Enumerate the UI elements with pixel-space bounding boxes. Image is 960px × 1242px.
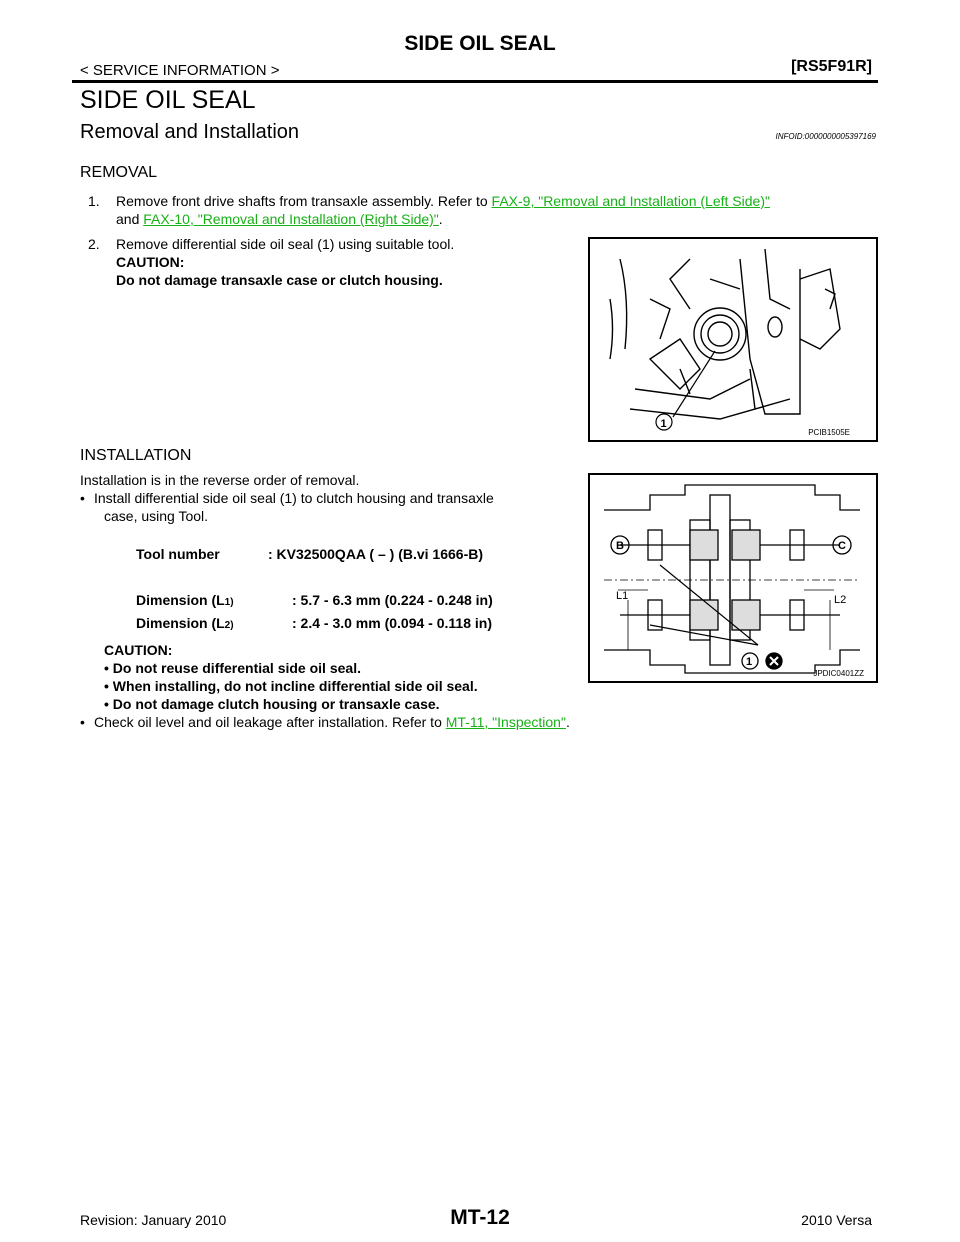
callout-1: 1 bbox=[746, 656, 752, 668]
label-l1: L1 bbox=[616, 590, 628, 602]
period: . bbox=[565, 714, 570, 730]
section-label: < SERVICE INFORMATION > bbox=[80, 62, 280, 79]
caution-item-3: • Do not damage clutch housing or transa… bbox=[104, 696, 440, 712]
removal-step-2-num: 2. bbox=[88, 236, 100, 252]
caution-item-1-text: Do not reuse differential side oil seal. bbox=[112, 660, 361, 676]
installation-intro: Installation is in the reverse order of … bbox=[80, 472, 360, 488]
link-mt-11[interactable]: MT-11, "Inspection" bbox=[445, 714, 566, 730]
removal-caution-label: CAUTION: bbox=[116, 254, 185, 270]
link-fax-10[interactable]: FAX-10, "Removal and Installation (Right… bbox=[143, 211, 439, 227]
running-header-title: SIDE OIL SEAL bbox=[404, 32, 556, 55]
installation-figure-code: JPDIC0401ZZ bbox=[813, 669, 864, 678]
page-number: MT-12 bbox=[450, 1206, 510, 1229]
bullet-dot-2: • bbox=[80, 714, 85, 730]
removal-step-2-text: Remove differential side oil seal (1) us… bbox=[116, 236, 455, 252]
revision-date: Revision: January 2010 bbox=[80, 1212, 227, 1228]
installation-caution-label: CAUTION: bbox=[104, 642, 173, 658]
removal-illustration: 1 bbox=[609, 248, 841, 431]
tool-number-value: : KV32500QAA ( – ) (B.vi 1666-B) bbox=[268, 546, 483, 562]
removal-callout-1: 1 bbox=[661, 418, 667, 430]
installation-bullet-2: Check oil level and oil leakage after in… bbox=[94, 713, 570, 731]
dimension-l1-text: Dimension (L bbox=[136, 592, 225, 608]
callout-c: C bbox=[838, 540, 846, 552]
model-code: [RS5F91R] bbox=[791, 58, 872, 75]
period: . bbox=[438, 211, 443, 227]
removal-step-1-text: Remove front drive shafts from transaxle… bbox=[116, 193, 488, 209]
dimension-l1-sub: 1) bbox=[224, 597, 234, 608]
removal-heading: REMOVAL bbox=[80, 164, 158, 181]
callout-b: B bbox=[616, 540, 624, 552]
removal-caution-text: Do not damage transaxle case or clutch h… bbox=[116, 272, 443, 288]
vehicle-model-year: 2010 Versa bbox=[801, 1212, 872, 1228]
removal-step-1-cont: and FAX-10, "Removal and Installation (R… bbox=[116, 210, 443, 228]
dimension-l2-value: : 2.4 - 3.0 mm (0.094 - 0.118 in) bbox=[292, 615, 492, 631]
caution-item-3-text: Do not damage clutch housing or transaxl… bbox=[112, 696, 440, 712]
dimension-l1-label: Dimension (L1) bbox=[136, 592, 234, 608]
dimension-l1-value: : 5.7 - 6.3 mm (0.224 - 0.248 in) bbox=[292, 592, 493, 608]
tool-number-label: Tool number bbox=[136, 546, 220, 562]
installation-bullet-1: Install differential side oil seal (1) t… bbox=[94, 490, 494, 506]
removal-step-1-num: 1. bbox=[88, 193, 100, 209]
differential-illustration: B C 1 L1 L2 bbox=[604, 484, 860, 674]
removal-figure-code: PCIB1505E bbox=[808, 428, 850, 437]
installation-heading: INSTALLATION bbox=[80, 447, 192, 464]
installation-bullet-2-text: Check oil level and oil leakage after in… bbox=[94, 714, 442, 730]
info-id: INFOID:0000000005397169 bbox=[775, 132, 876, 141]
removal-figure: 1 PCIB1505E bbox=[588, 237, 878, 442]
installation-figure: B C 1 L1 L2 JPDIC0401ZZ bbox=[588, 473, 878, 683]
removal-step-1: Remove front drive shafts from transaxle… bbox=[116, 192, 886, 210]
subtitle: Removal and Installation bbox=[80, 121, 300, 143]
label-l2: L2 bbox=[834, 594, 846, 606]
bullet-dot-1: • bbox=[80, 490, 85, 506]
installation-bullet-1-cont: case, using Tool. bbox=[104, 508, 209, 524]
page-title: SIDE OIL SEAL bbox=[80, 86, 256, 114]
dimension-l2-sub: 2) bbox=[224, 620, 234, 631]
caution-item-2: • When installing, do not incline differ… bbox=[104, 678, 478, 694]
dimension-l2-label: Dimension (L2) bbox=[136, 615, 234, 631]
link-fax-9[interactable]: FAX-9, "Removal and Installation (Left S… bbox=[491, 193, 770, 209]
header-rule bbox=[72, 80, 878, 83]
removal-step-1-and: and bbox=[116, 211, 140, 227]
caution-item-2-text: When installing, do not incline differen… bbox=[112, 678, 478, 694]
caution-item-1: • Do not reuse differential side oil sea… bbox=[104, 660, 361, 676]
dimension-l2-text: Dimension (L bbox=[136, 615, 225, 631]
